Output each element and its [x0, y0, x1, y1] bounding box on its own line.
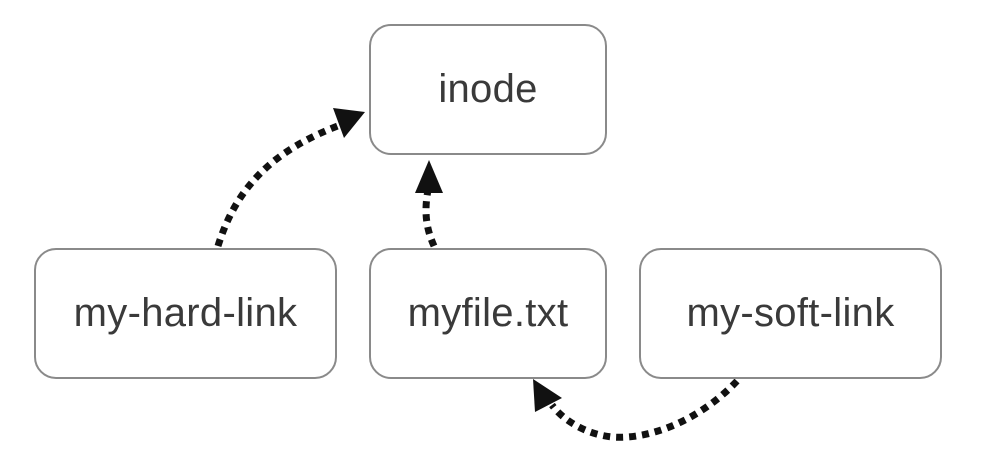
soft-link-label: my-soft-link [686, 291, 895, 335]
arrow-head-icon [333, 108, 365, 138]
arrow-hard-link-to-inode [214, 108, 365, 248]
arrow-soft-link-to-file [533, 378, 740, 441]
file-label: myfile.txt [407, 291, 569, 335]
soft-link-node: my-soft-link [639, 248, 942, 379]
inode-node: inode [369, 24, 607, 155]
hard-link-label: my-hard-link [73, 291, 298, 335]
arrow-head-icon [415, 160, 443, 193]
arrow-head-icon [533, 379, 562, 412]
inode-label: inode [438, 67, 538, 111]
hard-link-node: my-hard-link [34, 248, 337, 379]
file-node: myfile.txt [369, 248, 607, 379]
arrow-file-to-inode [415, 160, 443, 248]
